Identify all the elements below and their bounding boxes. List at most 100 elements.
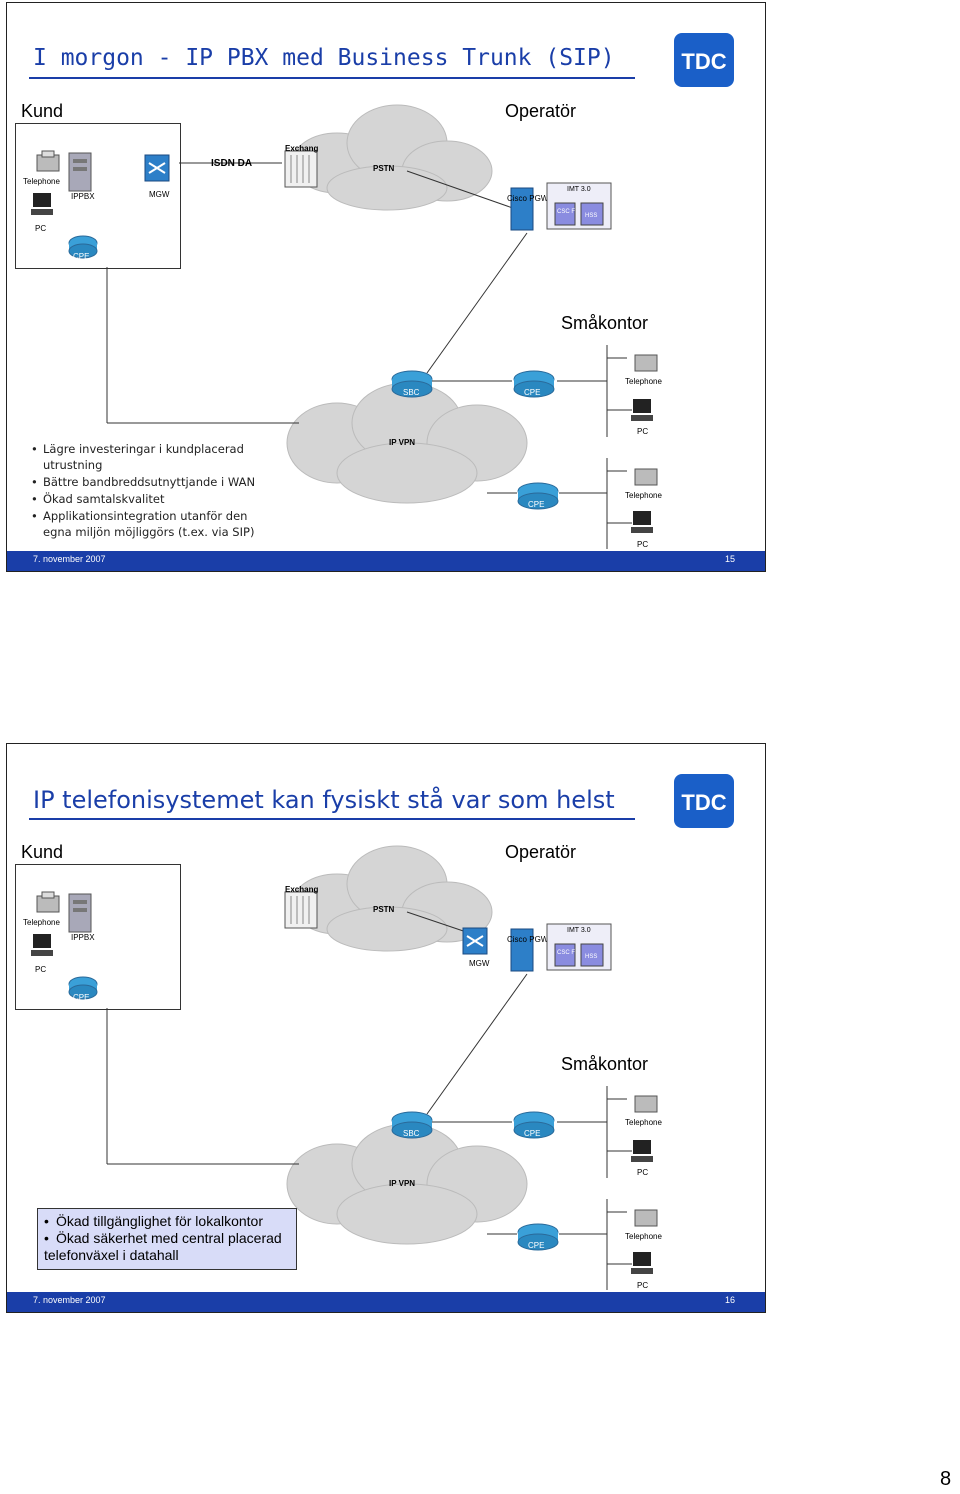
svg-text:Telephone: Telephone (23, 177, 60, 186)
svg-text:IMT 3.0: IMT 3.0 (567, 186, 591, 193)
exchange-icon (284, 891, 318, 929)
bullet-item: Ökad tillgänglighet för lokalkontor (44, 1213, 296, 1230)
pc-icon (631, 511, 653, 533)
svg-text:TDC: TDC (681, 790, 726, 815)
svg-text:IP VPN: IP VPN (389, 438, 415, 447)
cisco-pgw-icon (510, 928, 534, 972)
svg-text:Telephone: Telephone (23, 918, 60, 927)
slide-number: 16 (724, 1295, 735, 1305)
cpe-router-icon (513, 370, 555, 398)
svg-text:SBC: SBC (403, 388, 420, 397)
svg-text:PC: PC (637, 1168, 648, 1177)
operator-label: Operatör (505, 101, 577, 121)
svg-text:ISDN DA: ISDN DA (211, 158, 252, 169)
telephone-icon (36, 891, 60, 913)
svg-text:MGW: MGW (149, 190, 170, 199)
svg-text:Exchang: Exchang (285, 885, 318, 894)
kund-label: Kund (21, 842, 64, 862)
pstn-cloud (291, 104, 493, 211)
sbc-router-icon (391, 370, 433, 398)
footer-bar: 7. november 2007 16 (7, 1292, 765, 1312)
bullet-item: Ökad säkerhet med central placerad (44, 1230, 296, 1247)
svg-text:SBC: SBC (403, 1129, 420, 1138)
slide-number: 15 (724, 554, 735, 564)
svg-text:TDC: TDC (681, 49, 726, 74)
footer-date: 7. november 2007 (33, 554, 106, 564)
tdc-logo: TDC (674, 33, 734, 87)
slide-title: I morgon - IP PBX med Business Trunk (SI… (33, 45, 615, 71)
ip-vpn-cloud (286, 382, 528, 504)
svg-text:Telephone: Telephone (625, 1118, 662, 1127)
title-rule (29, 818, 635, 820)
cpe-router-icon (68, 235, 98, 259)
svg-text:IPPBX: IPPBX (71, 192, 95, 201)
telephone-icon (634, 354, 658, 372)
svg-text:IMT 3.0: IMT 3.0 (567, 927, 591, 934)
bullet-item: Applikationsintegration utanför den (31, 508, 271, 525)
svg-text:Telephone: Telephone (625, 377, 662, 386)
title-rule (29, 77, 635, 79)
telephone-icon (36, 150, 60, 172)
svg-text:CPE: CPE (528, 1241, 544, 1250)
cpe-router-icon (513, 1111, 555, 1139)
mgw-icon (462, 927, 488, 955)
page-number: 8 (940, 1468, 952, 1490)
cisco-pgw-icon (510, 187, 534, 231)
svg-text:Exchang: Exchang (285, 144, 318, 153)
benefits-list: Lägre investeringar i kundplacerad utrus… (31, 441, 271, 541)
svg-text:PSTN: PSTN (373, 164, 395, 173)
ip-vpn-cloud (286, 1123, 528, 1245)
svg-text:CSC F: CSC F (557, 950, 575, 956)
svg-text:CPE: CPE (528, 500, 544, 509)
bullet-item: Bättre bandbreddsutnyttjande i WAN (31, 474, 271, 491)
imt-block (546, 923, 612, 971)
svg-text:PC: PC (35, 224, 46, 233)
pc-icon (631, 399, 653, 421)
smakontor-label: Småkontor (561, 313, 649, 333)
slide-16: IP telefonisystemet kan fysiskt stå var … (6, 743, 766, 1313)
svg-text:PSTN: PSTN (373, 905, 395, 914)
svg-text:HSS: HSS (585, 213, 597, 219)
pc-icon (31, 934, 53, 956)
svg-text:Cisco PGW: Cisco PGW (507, 194, 549, 203)
benefits-box: Ökad tillgänglighet för lokalkontor Ökad… (37, 1208, 297, 1270)
kund-label: Kund (21, 101, 64, 121)
bullet-item: Lägre investeringar i kundplacerad (31, 441, 271, 458)
svg-text:PC: PC (637, 427, 648, 436)
svg-text:CPE: CPE (73, 993, 89, 1002)
svg-text:CPE: CPE (524, 388, 540, 397)
telephone-icon (634, 1095, 658, 1113)
telephone-icon (634, 468, 658, 486)
exchange-icon (284, 150, 318, 188)
tdc-logo: TDC (674, 774, 734, 828)
imt-block (546, 182, 612, 230)
svg-text:CPE: CPE (524, 1129, 540, 1138)
svg-text:MGW: MGW (469, 959, 490, 968)
svg-text:CSC F: CSC F (557, 209, 575, 215)
svg-text:PC: PC (637, 1281, 648, 1290)
pc-icon (631, 1252, 653, 1274)
telephone-icon (634, 1209, 658, 1227)
cpe-router-icon (517, 482, 559, 510)
slide-title: IP telefonisystemet kan fysiskt stå var … (33, 786, 615, 814)
svg-text:CPE: CPE (73, 252, 89, 261)
svg-text:Telephone: Telephone (625, 491, 662, 500)
bullet-continuation: utrustning (43, 458, 103, 472)
network-diagram: Telephone IPPBX PC CPE Exchang PSTN (23, 845, 662, 1290)
sbc-router-icon (391, 1111, 433, 1139)
network-diagram: Telephone IPPBX PC CPE MGW ISDN DA (23, 104, 662, 549)
svg-text:IPPBX: IPPBX (71, 933, 95, 942)
footer-date: 7. november 2007 (33, 1295, 106, 1305)
svg-text:HSS: HSS (585, 954, 597, 960)
mgw-icon (144, 154, 170, 182)
svg-text:Cisco PGW: Cisco PGW (507, 935, 549, 944)
cpe-router-icon (68, 976, 98, 1000)
svg-text:PC: PC (637, 540, 648, 549)
footer-bar: 7. november 2007 15 (7, 551, 765, 571)
operator-label: Operatör (505, 842, 577, 862)
pc-icon (631, 1140, 653, 1162)
svg-text:PC: PC (35, 965, 46, 974)
smakontor-label: Småkontor (561, 1054, 649, 1074)
pstn-cloud (291, 845, 493, 952)
ippbx-icon (68, 152, 92, 192)
